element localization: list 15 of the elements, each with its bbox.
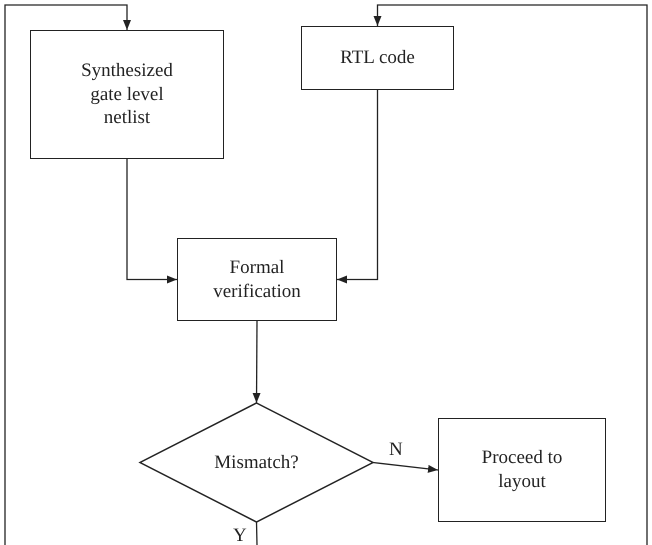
connector-arrow <box>372 462 438 473</box>
connector-arrow <box>4 4 131 545</box>
process-box <box>438 418 606 522</box>
node-text: RTL code <box>340 46 415 70</box>
node-text: Synthesized gate level netlist <box>80 58 174 130</box>
process-box <box>177 238 337 321</box>
connector-arrow <box>337 90 378 284</box>
node-text: Mismatch? <box>214 450 299 474</box>
connector-arrow <box>252 321 261 403</box>
connector-arrow <box>374 4 648 545</box>
process-box <box>30 30 224 159</box>
process-box <box>301 26 454 90</box>
node-text: Formal verification <box>212 256 302 304</box>
connector-arrow <box>126 159 177 284</box>
node-text: Proceed to layout <box>480 446 564 494</box>
